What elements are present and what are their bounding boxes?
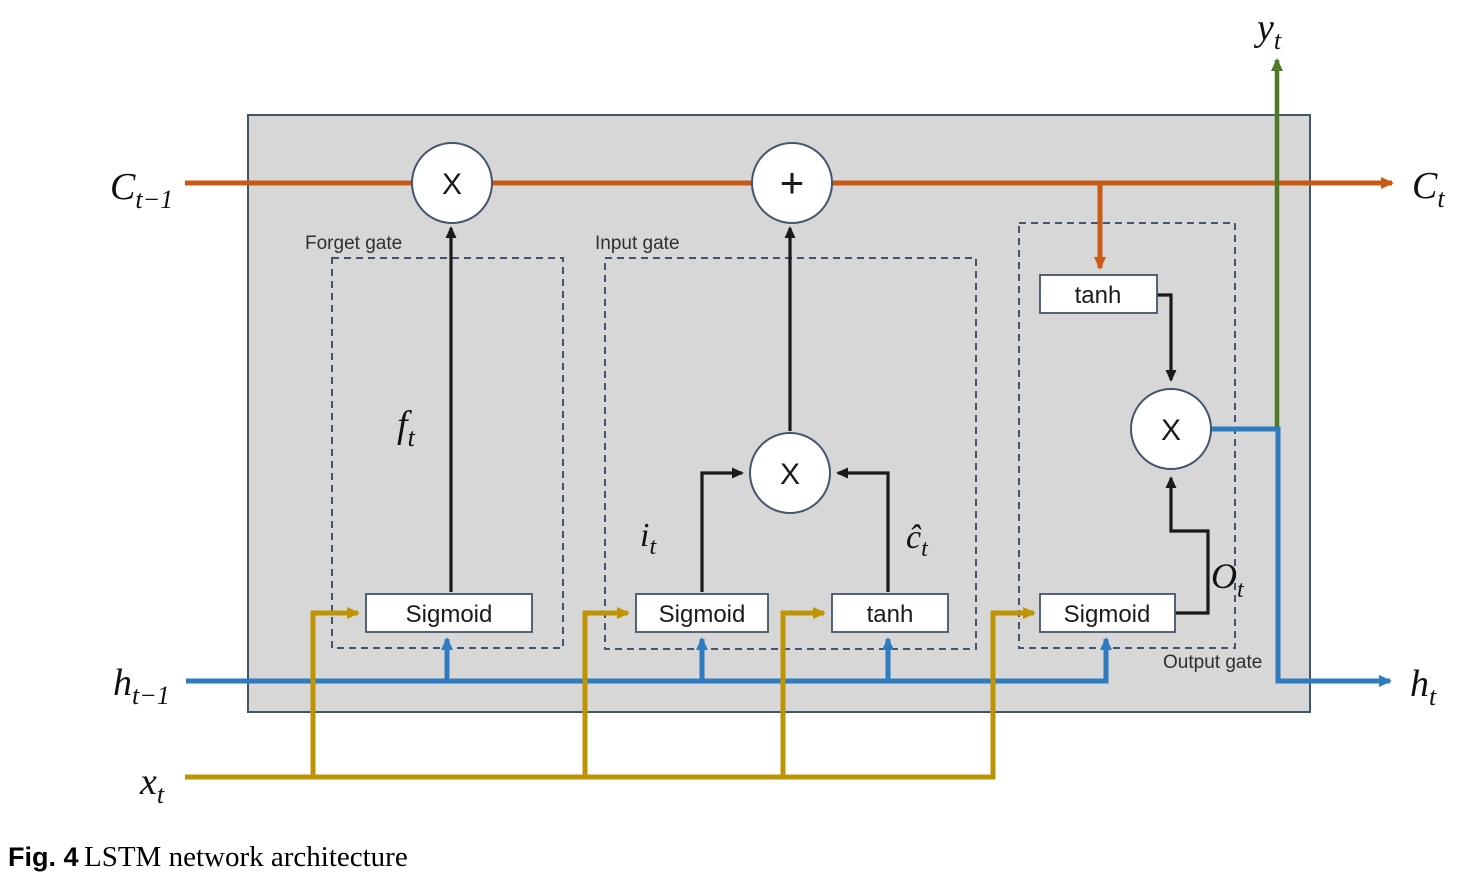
- forget-sigmoid-box: [365, 593, 533, 633]
- input-sigmoid-box: [635, 593, 769, 633]
- input-multiply-op-label: X: [780, 458, 800, 491]
- output-signal-ot-label: Ot: [1211, 556, 1245, 603]
- output-sigmoid-box: [1039, 593, 1176, 633]
- output-signal-arrow: [1165, 476, 1210, 615]
- input-gate-label: Input gate: [595, 233, 680, 254]
- add-op-circle: [751, 142, 833, 224]
- forget-multiply-op-label: X: [442, 168, 462, 201]
- output-gate-label: Output gate: [1163, 652, 1262, 673]
- forget-gate-label: Forget gate: [305, 233, 402, 254]
- input-tanh-label: tanh: [867, 601, 914, 628]
- output-gate-region: [1018, 222, 1236, 649]
- output-multiply-op-label: X: [1161, 414, 1181, 447]
- input-branch-input-sigmoid: [582, 607, 630, 779]
- input-xt-line: [185, 607, 1036, 780]
- hidden-in-label: ht−1: [113, 662, 170, 710]
- input-tanh-box: [831, 593, 949, 633]
- candidate-signal-ct-label: ĉt: [906, 519, 929, 562]
- output-sigmoid-label: Sigmoid: [1064, 601, 1151, 628]
- hidden-out-label: ht: [1410, 663, 1437, 711]
- cell-state-out-label: Ct: [1412, 165, 1445, 213]
- add-op-label: +: [780, 159, 805, 206]
- cell-state-in-label: Ct−1: [110, 166, 173, 214]
- input-signal-it-label: it: [640, 517, 657, 560]
- forget-sigmoid-label: Sigmoid: [406, 601, 493, 628]
- figure-caption-title: LSTM network architecture: [84, 841, 408, 873]
- input-branch-input-tanh: [780, 607, 826, 779]
- input-xt-label: xt: [139, 761, 165, 809]
- hidden-state-line: [186, 637, 1112, 684]
- hidden-output-line: [1211, 426, 1392, 687]
- forget-multiply-op-circle: [411, 142, 493, 224]
- input-sigmoid-label: Sigmoid: [659, 601, 746, 628]
- output-tanh-label: tanh: [1075, 282, 1122, 309]
- figure-caption-number: Fig. 4: [8, 842, 79, 872]
- output-tanh-box: [1039, 274, 1158, 314]
- tanh-to-multiply-arrow: [1157, 293, 1177, 382]
- input-signal-arrow: [700, 467, 744, 592]
- candidate-signal-arrow: [836, 467, 890, 592]
- output-yt-label: yt: [1253, 7, 1282, 55]
- input-branch-forget-sigmoid: [310, 607, 360, 779]
- input-multiply-op-circle: [749, 432, 831, 514]
- output-multiply-op-circle: [1130, 388, 1212, 470]
